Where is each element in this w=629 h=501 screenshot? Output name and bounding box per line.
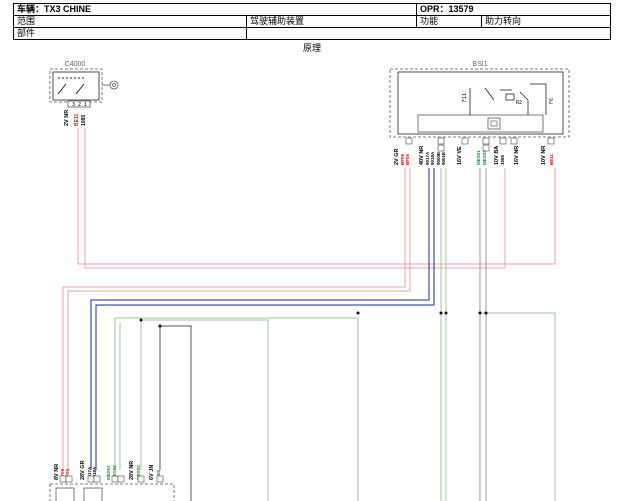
wire-9017a [90,168,430,470]
bottom-wire-code: 9017A [87,466,92,480]
c4000-body [52,71,100,101]
bsi1-fuse-label: F6 [549,98,555,104]
bsi1-relay-symbol [469,83,547,115]
bottom-connector-label: 28V NR [129,461,135,480]
wire-green-right [478,312,556,501]
c4000-wire-code: BE11 [74,114,80,126]
bottom-outline [49,483,175,501]
bsi1-pin-boxes [405,137,555,152]
wire-be11 [77,128,556,265]
wire-mes01 [114,317,359,501]
c4000-pin: 2 [78,102,81,108]
wire-mes02 [140,319,269,501]
bsi1-connector-label: 16V NR [514,146,520,165]
bsi1-fuse-label: F11 [462,93,468,102]
bsi1-relay-label: R2 [516,100,522,106]
bsi1-wire-code: MES02 [482,150,487,165]
bsi1-wire-code: BF09 [400,153,405,165]
vehicle-value: TX3 CHINE [44,4,92,15]
bottom-wire-code: 1085 [156,469,161,480]
junction-dots [139,311,488,328]
bottom-connector-label: 28V GR [80,460,86,480]
c4000-name: C4000 [65,61,86,68]
wire-inner [159,325,192,501]
bottom-inner-box [83,487,103,501]
key-icon [102,80,119,90]
component-label: 部件 [13,27,247,40]
c4000-pin: 1 [84,102,87,108]
bsi1-connector-label: 10V NR [541,146,547,165]
wire-1085 [84,128,506,269]
bottom-component: 8V NR BF09 BF05 28V GR 9017A 9018A MES01… [49,460,175,501]
c4000-pin: 3 [72,102,75,108]
c4000-component: C4000 3 2 1 2V NR BE11 1085 [49,61,119,126]
bottom-connector-label: 6V JN [149,465,155,480]
c4000-wire-code: 1085 [81,115,87,126]
c4000-connector-label: 2V NR [64,110,70,126]
bsi1-connector-block [417,114,544,133]
bottom-wire-code: MES01 [106,465,111,480]
bottom-connector-label: 8V NR [54,464,60,480]
header-table: 车辆：TX3 CHINE OPR：13579 范围 驾驶辅助装置 功能 助力转向… [13,3,612,40]
bsi1-component: BSI1 F11 R2 F6 [389,61,570,165]
bsi1-connector-label: 2V GR [394,148,400,165]
bsi1-wire-code: BE11 [549,153,554,165]
bottom-wire-code: MES02 [136,465,141,480]
bottom-wire-code: BF09 [60,468,65,480]
bsi1-connector-label: 40V NR [419,146,425,165]
bsi1-connector-label: 16V VE [457,146,463,165]
bsi1-wire-code: 9001E [441,152,446,165]
component-value [245,27,612,40]
c4000-switch-symbol [57,77,85,95]
bottom-inner-box [55,487,75,501]
bsi1-wire-code: 9000E [436,152,441,165]
bsi1-wire-code: BF05 [405,153,410,165]
wire-9018a [95,168,435,470]
vehicle-label: 车辆： [17,4,45,15]
opr-label: OPR： [420,4,449,15]
wires [62,128,556,501]
bsi1-wire-code: 9017A [425,151,430,165]
wire-bf05 [67,168,411,470]
bottom-wire-code: MES02 [112,465,117,480]
bottom-wire-code: 9018A [92,466,97,480]
section-title: 原理 [303,43,321,53]
bsi1-wire-code: 9018A [430,151,435,165]
bsi1-name: BSI1 [472,61,487,68]
bsi1-wire-code: MES01 [476,150,481,165]
bottom-wire-code: BF05 [65,468,70,480]
bsi1-connector-label: 10V BA [494,146,500,165]
wire-bf09 [62,168,406,470]
bottom-pin-boxes [59,475,164,483]
opr-value: 13579 [448,4,474,15]
bsi1-wire-code: 1085 [500,154,505,165]
bsi1-relay-core [490,120,498,127]
c4000-connector [67,100,91,108]
